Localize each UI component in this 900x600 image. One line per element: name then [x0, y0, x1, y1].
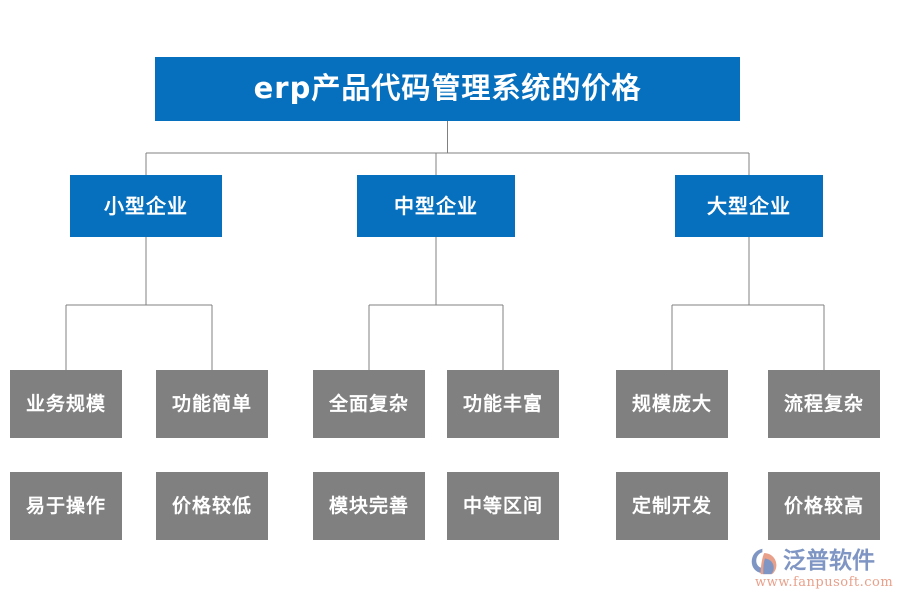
- node-medium-enterprise[interactable]: 中型企业: [357, 175, 515, 237]
- leaf-node-easy-to-operate[interactable]: 易于操作: [10, 472, 122, 540]
- root-node-erp-price[interactable]: erp产品代码管理系统的价格: [155, 57, 740, 121]
- leaf-node-simple-function[interactable]: 功能简单: [156, 370, 268, 438]
- fanpu-swoosh-icon: [751, 548, 777, 575]
- leaf-node-huge-scale[interactable]: 规模庞大: [616, 370, 728, 438]
- leaf-node-custom-development[interactable]: 定制开发: [616, 472, 728, 540]
- fanpu-software-logo: 泛普软件 www.fanpusoft.com: [750, 546, 895, 594]
- leaf-node-rich-function[interactable]: 功能丰富: [447, 370, 559, 438]
- leaf-node-lower-price[interactable]: 价格较低: [156, 472, 268, 540]
- logo-url-text: www.fanpusoft.com: [755, 575, 894, 590]
- leaf-node-complete-modules[interactable]: 模块完善: [313, 472, 425, 540]
- node-small-enterprise[interactable]: 小型企业: [70, 175, 222, 237]
- logo-brand-text: 泛普软件: [783, 548, 875, 574]
- leaf-node-medium-range[interactable]: 中等区间: [447, 472, 559, 540]
- leaf-node-complex-process[interactable]: 流程复杂: [768, 370, 880, 438]
- leaf-node-comprehensive-complex[interactable]: 全面复杂: [313, 370, 425, 438]
- leaf-node-business-scale[interactable]: 业务规模: [10, 370, 122, 438]
- node-large-enterprise[interactable]: 大型企业: [675, 175, 823, 237]
- leaf-node-higher-price[interactable]: 价格较高: [768, 472, 880, 540]
- logo-top-row: 泛普软件: [750, 546, 875, 576]
